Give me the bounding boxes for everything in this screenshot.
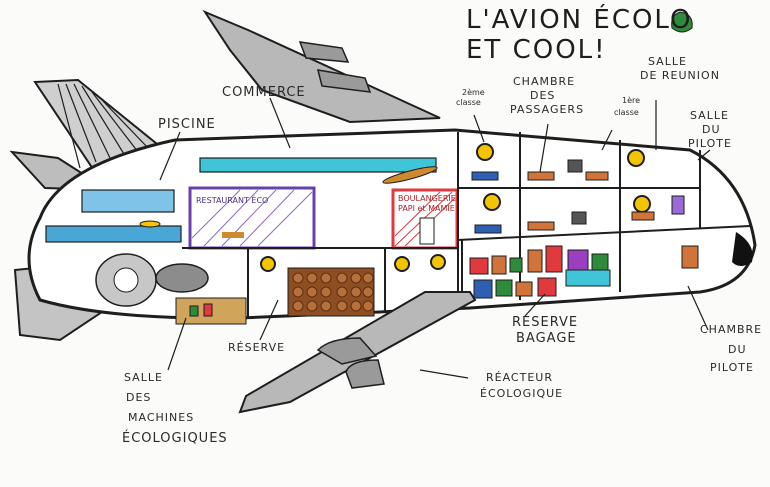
machine-cylinder xyxy=(155,263,209,293)
commerce-bar xyxy=(199,157,437,173)
label-salle-pilote-l1: SALLE xyxy=(690,109,729,122)
restaurant-hatch xyxy=(191,189,313,247)
upper-wing-engine xyxy=(298,41,350,63)
leader-lines xyxy=(159,97,711,379)
drawing-title-line2: ET COOL! xyxy=(466,35,607,65)
label-1ere-classe-l1: 1ère xyxy=(622,96,641,105)
lower-engine-2 xyxy=(345,359,385,389)
label-1ere-classe-l2: classe xyxy=(614,108,639,117)
reserve-barrels xyxy=(292,272,374,312)
label-2eme-classe-l2: classe xyxy=(456,98,481,107)
label-salle-pilote-l3: PILOTE xyxy=(688,137,732,150)
upper-wing xyxy=(202,9,441,124)
label-reserve-bagage-l1: RÉSERVE xyxy=(512,315,579,330)
luggage xyxy=(469,245,611,299)
pool-lower xyxy=(45,225,182,243)
pool-upper xyxy=(81,189,175,213)
machine-dial xyxy=(113,267,139,293)
pool-float xyxy=(139,220,161,228)
label-piscine: PISCINE xyxy=(158,117,216,132)
label-chambre-passagers-l1: CHAMBRE xyxy=(513,75,576,88)
label-salle-reunion-l1: SALLE xyxy=(648,55,687,68)
label-salle-machines-l2: DES xyxy=(126,391,152,404)
leaf-icon xyxy=(671,11,693,33)
baguette xyxy=(382,166,438,184)
bakery-door xyxy=(419,217,435,245)
upper-wing-engine-2 xyxy=(316,69,372,93)
interior-grid xyxy=(182,132,751,318)
label-reserve-bagage-l2: BAGAGE xyxy=(516,331,577,346)
label-boulangerie-l1: BOULANGERIE xyxy=(398,194,456,203)
label-reacteur-l1: RÉACTEUR xyxy=(486,371,553,384)
label-reacteur-l2: ÉCOLOGIQUE xyxy=(480,387,564,400)
restaurant-table xyxy=(222,232,244,238)
label-chambre-passagers-l3: PASSAGERS xyxy=(510,103,585,116)
label-chambre-passagers-l2: DES xyxy=(530,89,556,102)
label-salle-machines-l4: ÉCOLOGIQUES xyxy=(122,431,228,446)
beds-and-furniture xyxy=(471,159,699,269)
label-salle-reunion-l2: DE REUNION xyxy=(640,69,720,82)
label-restaurant: RESTAURANT ÉCO xyxy=(196,196,269,205)
label-salle-pilote-l2: DU xyxy=(702,123,721,136)
label-reserve: RÉSERVE xyxy=(228,341,286,354)
label-salle-machines-l3: MACHINES xyxy=(128,411,195,424)
restaurant-room xyxy=(188,186,316,250)
nose-cone xyxy=(732,232,753,266)
label-2eme-classe-l1: 2ème xyxy=(462,88,485,97)
label-boulangerie-l2: PAPI et MAMIE xyxy=(398,204,455,213)
label-salle-machines-l1: SALLE xyxy=(124,371,163,384)
label-chambre-pilote-l2: DU xyxy=(728,343,747,356)
drawing-title-line1: L'AVION ÉCOLO xyxy=(466,5,693,35)
label-chambre-pilote-l1: CHAMBRE xyxy=(700,323,763,336)
label-chambre-pilote-l3: PILOTE xyxy=(710,361,754,374)
tail-fin-stripes xyxy=(57,83,151,169)
windows xyxy=(260,143,651,272)
label-commerce: COMMERCE xyxy=(222,85,306,100)
lower-engine-1 xyxy=(316,337,378,365)
